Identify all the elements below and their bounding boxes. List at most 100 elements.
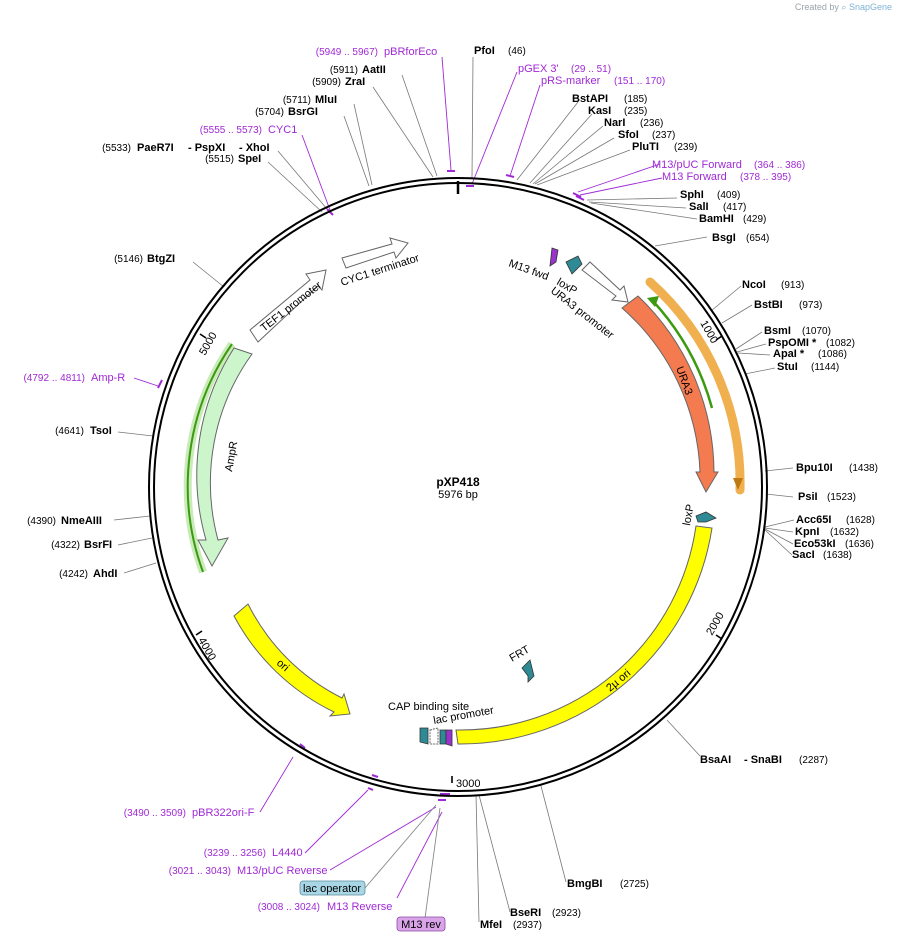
enzyme-zrai-pos: (5909) xyxy=(312,77,341,88)
enzyme-saci-name[interactable]: SacI xyxy=(792,549,815,561)
enzyme-stui-pos: (1144) xyxy=(811,362,839,373)
enzyme-btgzi-name[interactable]: BtgZI xyxy=(147,253,175,265)
feature-label-ura3-promoter: URA3 promoter xyxy=(548,285,616,342)
enzyme-ahdi-pos: (4242) xyxy=(59,569,88,580)
enzyme-bsaai-name[interactable]: BsaAI xyxy=(700,754,731,766)
enzyme-nari-name[interactable]: NarI xyxy=(604,117,625,129)
lac-operator-feature xyxy=(439,729,447,745)
feature-label-cap-binding-site: CAP binding site xyxy=(388,701,469,713)
enzyme-mfei-name[interactable]: MfeI xyxy=(480,919,502,931)
enzyme-kasi-pos: (235) xyxy=(624,106,647,117)
enzyme-xhoi-name[interactable]: - XhoI xyxy=(239,142,270,154)
frt-feature xyxy=(521,659,535,683)
enzyme-spei-pos: (5515) xyxy=(205,154,234,165)
enzyme-bstbi-name[interactable]: BstBI xyxy=(754,299,783,311)
primer-cyc1-name[interactable]: CYC1 xyxy=(268,124,297,136)
enzyme-aatii-name[interactable]: AatII xyxy=(362,64,386,76)
enzyme-bseri-name[interactable]: BseRI xyxy=(510,907,541,919)
enzyme-paer7i-name[interactable]: PaeR7I xyxy=(137,142,174,154)
primer-m13-puc-reverse-name[interactable]: M13/pUC Reverse xyxy=(237,865,327,877)
enzyme-pspxi-name[interactable]: - PspXI xyxy=(188,142,225,154)
m13-rev-box xyxy=(396,916,446,932)
enzyme-saci-pos: (1638) xyxy=(823,550,852,561)
enzyme-bsrgi-pos: (5704) xyxy=(255,107,284,118)
enzyme-eco53ki-name[interactable]: Eco53kI xyxy=(794,538,836,550)
enzyme-pspomi-name[interactable]: PspOMI * xyxy=(768,337,817,349)
enzyme-mlui-name[interactable]: MluI xyxy=(315,94,337,106)
enzyme-tsoi-name[interactable]: TsoI xyxy=(90,425,112,437)
enzyme-spei-name[interactable]: SpeI xyxy=(238,153,261,165)
enzyme-sfoi-name[interactable]: SfoI xyxy=(618,129,639,141)
enzyme-bsrfi-name[interactable]: BsrFI xyxy=(84,539,112,551)
enzyme-bsgi-name[interactable]: BsgI xyxy=(712,232,736,244)
enzyme-bsrfi-pos: (4322) xyxy=(51,540,80,551)
enzyme-pluti-pos: (239) xyxy=(674,142,697,153)
m13-fwd-feature xyxy=(549,247,559,267)
enzyme-bstapi-pos: (185) xyxy=(624,94,647,105)
leader-lines xyxy=(113,56,795,923)
enzyme-stui-name[interactable]: StuI xyxy=(777,361,798,373)
primer-l4440-name[interactable]: L4440 xyxy=(272,847,303,859)
primer-m13-forward-name[interactable]: M13 Forward xyxy=(662,171,727,183)
credit-prefix: Created by xyxy=(794,2,839,12)
loxp-feature-1 xyxy=(565,255,583,275)
enzyme-btgzi-pos: (5146) xyxy=(114,254,143,265)
enzyme-snabi-name[interactable]: - SnaBI xyxy=(744,754,782,766)
feature-label-loxp-2: loxP xyxy=(681,503,697,526)
primer-pbrforeco-name[interactable]: pBRforEco xyxy=(384,46,437,58)
enzyme-bpu10i-name[interactable]: Bpu10I xyxy=(796,462,833,474)
enzyme-pluti-name[interactable]: PluTI xyxy=(632,141,659,153)
enzyme-ncoi-name[interactable]: NcoI xyxy=(742,279,766,291)
enzyme-acc65i-name[interactable]: Acc65I xyxy=(796,514,831,526)
two-micron-ori-feature xyxy=(455,525,713,745)
enzyme-bstbi-pos: (973) xyxy=(799,300,822,311)
enzyme-sphi-name[interactable]: SphI xyxy=(680,189,704,201)
ruler-ticks xyxy=(195,333,723,783)
enzyme-bsrgi-name[interactable]: BsrGI xyxy=(288,106,318,118)
primer-leaders xyxy=(133,56,663,919)
enzyme-zrai-name[interactable]: ZraI xyxy=(345,76,365,88)
enzyme-bmgbi-name[interactable]: BmgBI xyxy=(567,878,602,890)
m13-rev-label[interactable]: M13 rev xyxy=(401,919,441,931)
primer-m13-puc-reverse-pos: (3021 .. 3043) xyxy=(169,866,231,877)
enzyme-bpu10i-pos: (1438) xyxy=(849,463,878,474)
enzyme-bamhi-pos: (429) xyxy=(743,214,766,225)
enzyme-kpni-pos: (1632) xyxy=(830,527,859,538)
lac-operator-label[interactable]: lac operator xyxy=(303,883,361,895)
enzyme-bamhi-name[interactable]: BamHI xyxy=(699,213,734,225)
primer-prs-marker-name[interactable]: pRS-marker xyxy=(541,75,601,87)
enzyme-bsmi-name[interactable]: BsmI xyxy=(764,325,791,337)
primer-pgex3-name[interactable]: pGEX 3' xyxy=(518,63,559,75)
enzyme-psii-pos: (1523) xyxy=(827,492,856,503)
primer-m13-puc-forward-name[interactable]: M13/pUC Forward xyxy=(652,159,742,171)
enzyme-nmeaiii-name[interactable]: NmeAIII xyxy=(61,515,102,527)
enzyme-tsoi-pos: (4641) xyxy=(55,426,84,437)
enzyme-kpni-name[interactable]: KpnI xyxy=(795,526,819,538)
enzyme-ahdi-name[interactable]: AhdI xyxy=(93,568,117,580)
feature-label-tef1-promoter: TEF1 promoter xyxy=(258,279,324,334)
enzyme-bstapi-name[interactable]: BstAPI xyxy=(572,93,608,105)
feature-label-ampr: AmpR xyxy=(223,440,240,472)
primer-cyc1-pos: (5555 .. 5573) xyxy=(200,125,262,136)
primer-m13-reverse-pos: (3008 .. 3024) xyxy=(258,902,320,913)
primer-m13-reverse-name[interactable]: M13 Reverse xyxy=(327,901,392,913)
m13-rev-feature xyxy=(445,729,453,747)
enzyme-kasi-name[interactable]: KasI xyxy=(588,105,611,117)
primer-m13-puc-forward-pos: (364 .. 386) xyxy=(754,160,805,171)
enzyme-psii-name[interactable]: PsiI xyxy=(798,491,818,503)
enzyme-sali-name[interactable]: SalI xyxy=(689,201,709,213)
primer-pbr322ori-f-pos: (3490 .. 3509) xyxy=(124,808,186,819)
primer-amp-r-name[interactable]: Amp-R xyxy=(91,372,125,384)
ura3-orf-outline xyxy=(645,277,745,495)
enzyme-acc65i-pos: (1628) xyxy=(846,515,875,526)
enzyme-apai-pos: (1086) xyxy=(818,349,847,360)
ruler-label-4000: 4000 xyxy=(195,636,218,663)
primer-pbr322ori-f-name[interactable]: pBR322ori-F xyxy=(192,807,255,819)
enzyme-apai-name[interactable]: ApaI * xyxy=(773,348,805,360)
cyc1-terminator-feature xyxy=(341,237,409,269)
enzyme-pfoi-name[interactable]: PfoI xyxy=(474,45,495,57)
enzyme-pspomi-pos: (1082) xyxy=(826,338,855,349)
ori-feature xyxy=(233,603,351,717)
ampr-orf-arrow xyxy=(186,343,233,573)
